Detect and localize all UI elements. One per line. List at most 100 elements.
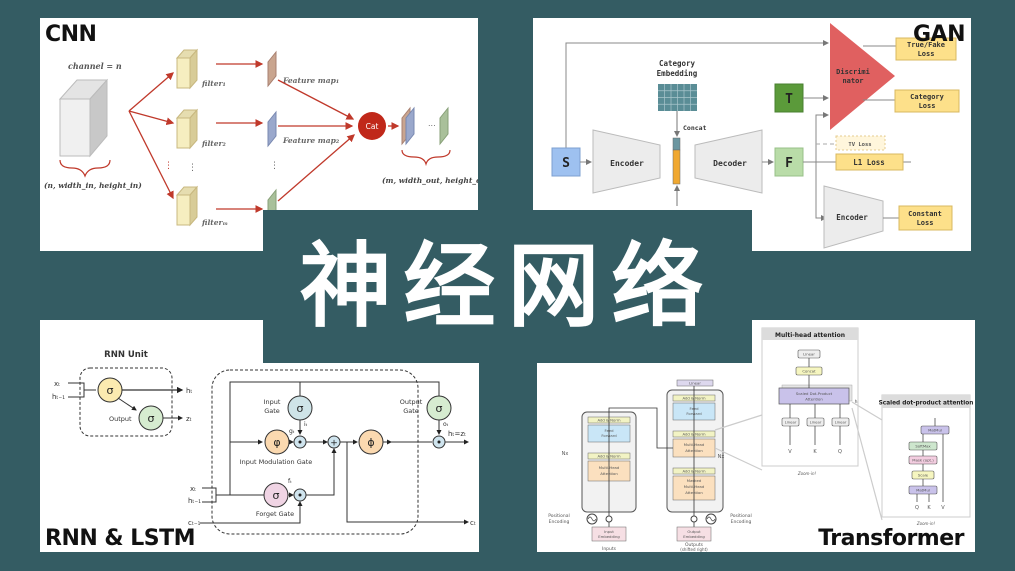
sigma-symbol: σ [148, 412, 155, 425]
output-embedding-label: Embedding [683, 534, 705, 539]
connector [229, 381, 440, 495]
rnn-z-label: zₜ [186, 415, 192, 423]
connector [306, 448, 337, 496]
input-shape: (n, width_in, height_in) [44, 181, 142, 190]
category-loss-label-2: Loss [919, 102, 936, 110]
q-label: Q [838, 449, 842, 455]
output-map [405, 106, 415, 146]
inputs-label: Inputs [602, 546, 617, 552]
matmul-label: MatMul [928, 428, 942, 433]
output-map [439, 106, 449, 146]
feature-map-2 [267, 110, 277, 148]
matmul-label: MatMul [916, 488, 930, 493]
linear-k-block [806, 417, 825, 427]
f-box [774, 147, 804, 177]
sdpa-label: Attention [805, 397, 823, 402]
linear-label: Linear [803, 352, 815, 357]
feature-map-1 [267, 50, 277, 88]
dots-vertical: ⋮ [188, 163, 197, 173]
rnn-lstm-diagram: RNN Unit xₜ hₜ₋₁ σ hₜ σ Output zₜ xₜ hₜ₋… [52, 350, 476, 535]
outputs-label: Outputs [685, 542, 704, 548]
h-eq-z-label: hₜ=zₜ [448, 430, 466, 438]
c-t-label: cₜ [470, 519, 476, 527]
tv-loss-box [835, 135, 886, 151]
encoder-block [592, 129, 661, 194]
zoom-line [714, 414, 763, 431]
filterm-label: filterₘ [201, 218, 228, 227]
sdp-title: Scaled dot-product attention [879, 401, 974, 407]
lstm-x-label: xₜ [190, 485, 196, 493]
zoom-in-label: Zoom-in! [797, 471, 817, 476]
g-t-label: gₜ [289, 428, 295, 435]
v-label: V [941, 505, 945, 511]
gan-diagram: S Encoder Category Embedding Concat Deco… [551, 23, 960, 249]
add-icon [605, 515, 613, 523]
positional-encoding-label: Positional [548, 513, 570, 519]
output-shape: (m, width_out, height_out) [382, 176, 478, 185]
phi-symbol: ϕ [367, 436, 374, 449]
cnn-diagram: channel = n (n, width_in, height_in) fil… [44, 48, 478, 227]
connector [346, 442, 469, 525]
mask-label: Mask (opt.) [912, 458, 934, 463]
output-linear-block [676, 379, 714, 387]
connector [815, 162, 827, 221]
plus-symbol: + [330, 439, 338, 449]
rnn-unit-title: RNN Unit [104, 350, 148, 360]
mha-title: Multi-head attention [775, 332, 845, 339]
true-fake-loss-label-2: Loss [918, 50, 935, 58]
filter1-label: filter₁ [201, 79, 226, 88]
rnn-h-label: hₜ [186, 387, 193, 395]
output-gate-label-1: Output [400, 398, 423, 406]
arrow-fm-cat [277, 79, 355, 120]
page-title: 神经网络 [299, 232, 716, 340]
sigma-symbol: σ [107, 384, 114, 397]
s-label: S [562, 156, 570, 171]
positional-encoding-label: Encoding [731, 519, 752, 525]
sine-wave [587, 516, 597, 522]
rnn-x-label: xₜ [54, 380, 60, 388]
s-box [551, 147, 581, 177]
phi-symbol: φ [273, 436, 280, 449]
f-t-label: fₜ [288, 478, 292, 485]
linear-v-block [781, 417, 800, 427]
connector [68, 382, 96, 398]
sigma-symbol: σ [273, 489, 280, 502]
softmax-label: SoftMax [915, 444, 931, 449]
linear-label: Linear [689, 381, 701, 386]
true-fake-loss-box [895, 37, 957, 61]
k-label: K [927, 505, 931, 511]
dots-vertical: ⋮ [270, 161, 279, 171]
constant-loss-box [898, 205, 953, 231]
category-embedding-label-2: Embedding [657, 69, 698, 78]
transformer-diagram: Nx Add & Norm Feed Forward Add & Norm Mu… [548, 327, 974, 552]
concat-bar-bottom [672, 149, 681, 185]
gan-panel: S Encoder Category Embedding Concat Deco… [533, 18, 971, 251]
concat-bar-top [672, 137, 681, 151]
l1-loss-box [835, 153, 904, 171]
connector [815, 112, 829, 162]
arrow-fm-cat [277, 134, 355, 202]
zoom-line [851, 407, 883, 521]
multiply-dot [437, 440, 441, 444]
title-banner: 神经网络 [263, 210, 752, 363]
output-dots: ... [428, 119, 436, 128]
encoder-label: Encoder [610, 159, 644, 168]
connector [608, 407, 673, 449]
constant-loss-label-1: Constant [908, 210, 942, 218]
i-t-label: iₜ [304, 421, 308, 428]
decoder-block [694, 129, 763, 194]
input-embedding-label: Input [604, 529, 614, 534]
input-gate-label-1: Input [264, 398, 281, 406]
arrow-to-filterm [128, 110, 174, 200]
sigma-symbol: σ [297, 402, 304, 415]
filter2-label: filter₂ [201, 139, 226, 148]
encoder-nx-label: Nx [562, 451, 569, 457]
rnn-lstm-label: RNN & LSTM [45, 526, 196, 551]
k-label: K [813, 449, 817, 455]
decoder-label: Decoder [713, 159, 747, 168]
feature-map2-label: Feature map₂ [282, 136, 340, 145]
multiply-dot [298, 440, 302, 444]
input-brace [59, 159, 111, 178]
cat-node [358, 112, 386, 140]
scale-label: Scale [918, 473, 929, 478]
